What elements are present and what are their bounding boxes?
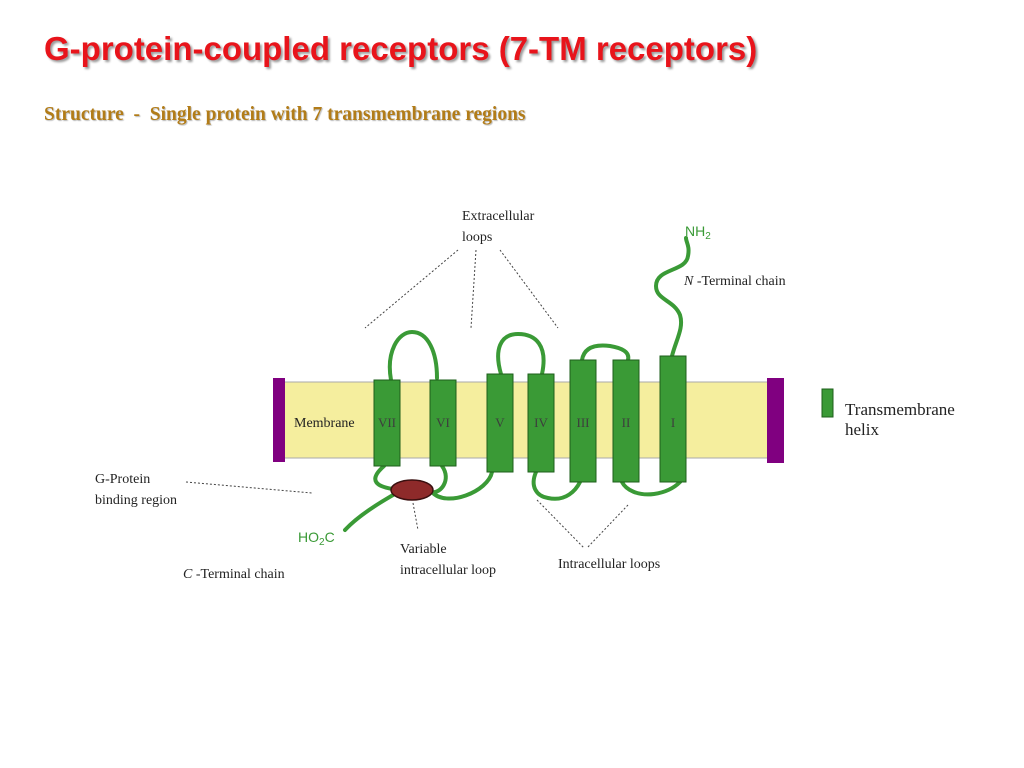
intracellular-loop-6-5: [426, 464, 494, 501]
extracellular-loop-chains: [387, 236, 691, 382]
helix-label-vii: VII: [378, 415, 396, 430]
extracellular-label-line1: Extracellular: [462, 209, 535, 224]
helix-i: [659, 355, 687, 483]
helix-vi: [429, 379, 457, 467]
legend-label-line2: helix: [845, 420, 879, 439]
page-title: G-protein-coupled receptors (7-TM recept…: [44, 30, 758, 67]
membrane-right-edge: [767, 378, 784, 463]
pointer-lines: [185, 249, 629, 549]
membrane-band: [279, 381, 773, 459]
extracellular-loop-5-4: [496, 331, 546, 376]
variable-loop-label-line1: Variable: [400, 542, 447, 557]
intracellular-loop-2-1: [620, 480, 682, 497]
extracellular-loop-3-2: [580, 343, 631, 362]
c-terminal-chain: [343, 464, 409, 532]
page-subtitle: Structure - Single protein with 7 transm…: [44, 104, 526, 125]
n-terminal-chain: [653, 236, 691, 358]
gprotein-binding-region: [390, 479, 434, 501]
helix-label-i: I: [671, 415, 675, 430]
nh2-label: NH2: [685, 223, 711, 242]
intracellular-pointer-right: [586, 504, 629, 549]
intracellular-loop-4-3: [531, 470, 582, 501]
membrane-label: Membrane: [294, 416, 355, 431]
helix-iv: [527, 373, 555, 473]
helix-label-vi: VI: [436, 415, 450, 430]
variable-loop-pointer: [412, 502, 419, 531]
variable-loop-label-line2: intracellular loop: [400, 563, 496, 578]
ho2c-label: HO2C: [298, 529, 335, 548]
gprotein-label-line1: G-Protein: [95, 472, 150, 487]
helix-label-v: V: [495, 415, 505, 430]
n-terminal-label: N -Terminal chain: [683, 274, 786, 289]
extracellular-pointer-middle: [470, 249, 477, 329]
intracellular-pointer-left: [536, 499, 585, 549]
helix-iii: [569, 359, 597, 483]
legend-label-line1: Transmembrane: [845, 400, 955, 419]
gprotein-label-line2: binding region: [95, 493, 177, 508]
helix-v: [486, 373, 514, 473]
helix-label-ii: II: [622, 415, 631, 430]
extracellular-pointer-right: [499, 249, 559, 329]
membrane-left-edge: [273, 378, 285, 462]
helix-ii: [612, 359, 640, 483]
c-terminal-label: C -Terminal chain: [183, 567, 285, 582]
legend-helix-swatch: [821, 388, 834, 418]
helix-label-iii: III: [577, 415, 590, 430]
intracellular-label: Intracellular loops: [558, 557, 660, 572]
extracellular-label-line2: loops: [462, 230, 492, 245]
extracellular-pointer-left: [364, 249, 459, 329]
helix-label-iv: IV: [534, 415, 548, 430]
extracellular-loop-7-6: [387, 329, 439, 382]
helix-vii: [373, 379, 401, 467]
gprotein-pointer: [185, 481, 313, 494]
